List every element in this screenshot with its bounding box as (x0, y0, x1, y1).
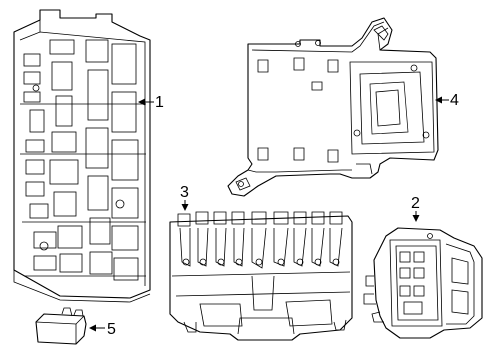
callout-5: 5 (89, 321, 116, 338)
callout-4: 4 (435, 92, 459, 109)
part-4-mounting-bracket (227, 17, 439, 197)
part-2-relay-module (363, 227, 483, 339)
callout-label-5: 5 (107, 321, 116, 338)
callout-label-2: 2 (411, 195, 420, 212)
callout-label-3: 3 (180, 184, 189, 201)
callout-label-4: 4 (450, 92, 459, 109)
callout-1: 1 (138, 94, 164, 111)
part-3-fuse-module (169, 211, 353, 341)
callout-3: 3 (180, 184, 189, 211)
callout-2: 2 (411, 195, 420, 222)
part-1-junction-block (13, 9, 151, 303)
callout-label-1: 1 (155, 94, 164, 111)
part-5-small-relay (35, 307, 87, 345)
